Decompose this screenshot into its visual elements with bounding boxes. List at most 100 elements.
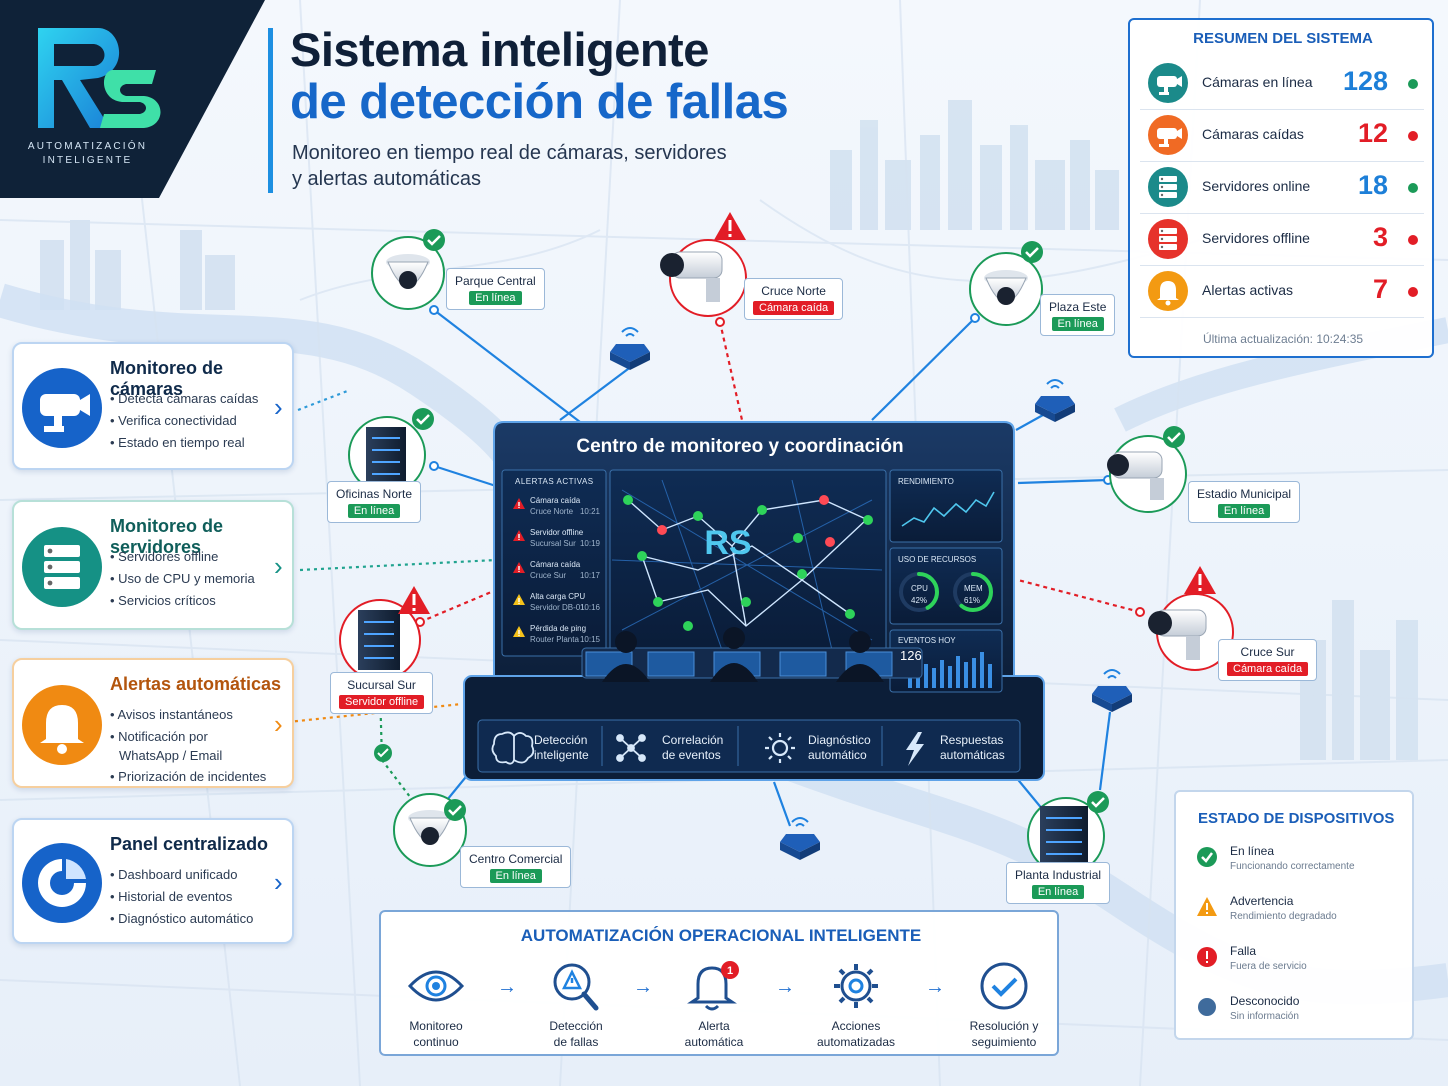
lightning-icon	[906, 732, 924, 766]
alert-place: Cruce Norte	[530, 507, 574, 516]
center-feature-diagnostico[interactable]: Diagnóstico automático	[808, 733, 871, 762]
device-oficinas-norte-server-icon[interactable]	[348, 416, 426, 494]
status-badge: En línea	[469, 291, 522, 305]
feature-list-item: Servidores offline	[110, 546, 255, 568]
summary-title: RESUMEN DEL SISTEMA	[1193, 30, 1373, 47]
bell-icon	[1148, 271, 1188, 311]
legend-label: Falla	[1230, 944, 1257, 958]
device-cruce-sur-camera-icon[interactable]	[1148, 593, 1234, 671]
feature-list: Detecta cámaras caídasVerifica conectivi…	[110, 388, 258, 454]
feature-list-item: Historial de eventos	[110, 886, 253, 908]
bell-icon	[22, 685, 102, 765]
device-label-oficinas-norte[interactable]: Oficinas Norte En línea	[327, 481, 422, 523]
arrow-icon: →	[497, 976, 517, 998]
alert-time: 10:21	[579, 507, 600, 516]
arrow-icon: →	[633, 976, 653, 998]
alerts-panel-title: ALERTAS ACTIVAS	[515, 477, 594, 486]
device-label-estadio-municipal[interactable]: Estadio Municipal En línea	[1188, 481, 1301, 523]
camera-icon	[22, 368, 102, 448]
network-icon	[616, 734, 646, 762]
device-cruce-norte-camera-icon[interactable]	[660, 239, 747, 317]
error-icon	[1196, 946, 1218, 968]
device-label-plaza-este[interactable]: Plaza Este En línea	[1040, 294, 1116, 336]
feature-list-item: Detecta cámaras caídas	[110, 388, 258, 410]
subtitle-line-2: y alertas automáticas	[292, 168, 481, 190]
legend-label: En línea	[1230, 844, 1275, 858]
device-plaza-este-camera-icon[interactable]	[969, 252, 1043, 326]
status-badge: Cámara caída	[753, 301, 835, 315]
chevron-right-icon[interactable]: ›	[274, 551, 283, 581]
status-badge: Cámara caída	[1227, 662, 1309, 676]
alert-title: Pérdida de ping	[530, 624, 587, 633]
chevron-right-icon[interactable]: ›	[274, 392, 283, 422]
tagline-line-1: AUTOMATIZACIÓN	[27, 141, 148, 152]
performance-title: RENDIMIENTO	[898, 477, 954, 486]
feature-card-panel[interactable]: Panel centralizadoDashboard unificadoHis…	[12, 818, 294, 944]
legend-label: Desconocido	[1230, 994, 1300, 1008]
summary-label: Servidores online	[1202, 178, 1311, 194]
eye-icon	[407, 970, 465, 1002]
feature-card-alertas[interactable]: Alertas automáticasAvisos instantáneosNo…	[12, 658, 294, 788]
unknown-icon	[1196, 996, 1218, 1018]
page-subtitle: Monitoreo en tiempo real de cámaras, ser…	[292, 140, 772, 192]
status-dot	[1408, 131, 1418, 141]
alert-time: 10:16	[579, 603, 600, 612]
device-label-centro-comercial[interactable]: Centro Comercial En línea	[460, 846, 572, 888]
device-parque-central-camera-icon[interactable]	[371, 236, 445, 310]
device-label-parque-central[interactable]: Parque Central En línea	[446, 268, 545, 310]
chevron-right-icon[interactable]: ›	[274, 867, 283, 897]
summary-value: 128	[1342, 66, 1388, 96]
status-dot	[1408, 287, 1418, 297]
status-badge: En línea	[1051, 317, 1104, 331]
center-feature-correlacion[interactable]: Correlación de eventos	[662, 733, 724, 762]
alert-time: 10:19	[579, 539, 600, 548]
feature-list-item: Servicios críticos	[110, 590, 255, 612]
feature-card-servidores[interactable]: Monitoreo de servidoresServidores offlin…	[12, 500, 294, 630]
status-ok-check-icons	[374, 229, 1185, 821]
device-planta-industrial-server-icon[interactable]	[1027, 797, 1105, 875]
legend-label: Advertencia	[1230, 894, 1294, 908]
device-label-cruce-norte[interactable]: Cruce Norte Cámara caída	[744, 278, 844, 320]
device-label-cruce-sur[interactable]: Cruce Sur Cámara caída	[1218, 639, 1318, 681]
warning-icon	[512, 561, 526, 575]
check-icon	[980, 962, 1028, 1010]
legend-title: ESTADO DE DISPOSITIVOS	[1198, 810, 1395, 827]
monitoring-center: RS	[463, 421, 1045, 781]
feature-title: Alertas automáticas	[110, 674, 282, 694]
gear-icon	[834, 964, 878, 1008]
feature-list: Servidores offlineUso de CPU y memoriaSe…	[110, 546, 255, 612]
device-label-sucursal-sur[interactable]: Sucursal Sur Servidor offline	[330, 672, 434, 714]
device-label-planta-industrial[interactable]: Planta Industrial En línea	[1006, 862, 1111, 904]
center-feature-deteccion[interactable]: Detección inteligente	[534, 733, 589, 762]
arrow-icon: →	[925, 976, 945, 998]
device-estadio-municipal-camera-icon[interactable]	[1107, 435, 1187, 513]
feature-card-camaras[interactable]: Monitoreo de cámarasDetecta cámaras caíd…	[12, 342, 294, 470]
legend-description: Sin información	[1230, 1011, 1299, 1022]
alert-title: Servidor offline	[530, 528, 584, 537]
status-badge: Servidor offline	[339, 695, 425, 709]
chevron-right-icon[interactable]: ›	[274, 709, 283, 739]
summary-label: Cámaras caídas	[1202, 126, 1304, 142]
center-feature-respuestas[interactable]: Respuestas automáticas	[940, 733, 1005, 762]
status-badge: En línea	[1031, 885, 1085, 899]
